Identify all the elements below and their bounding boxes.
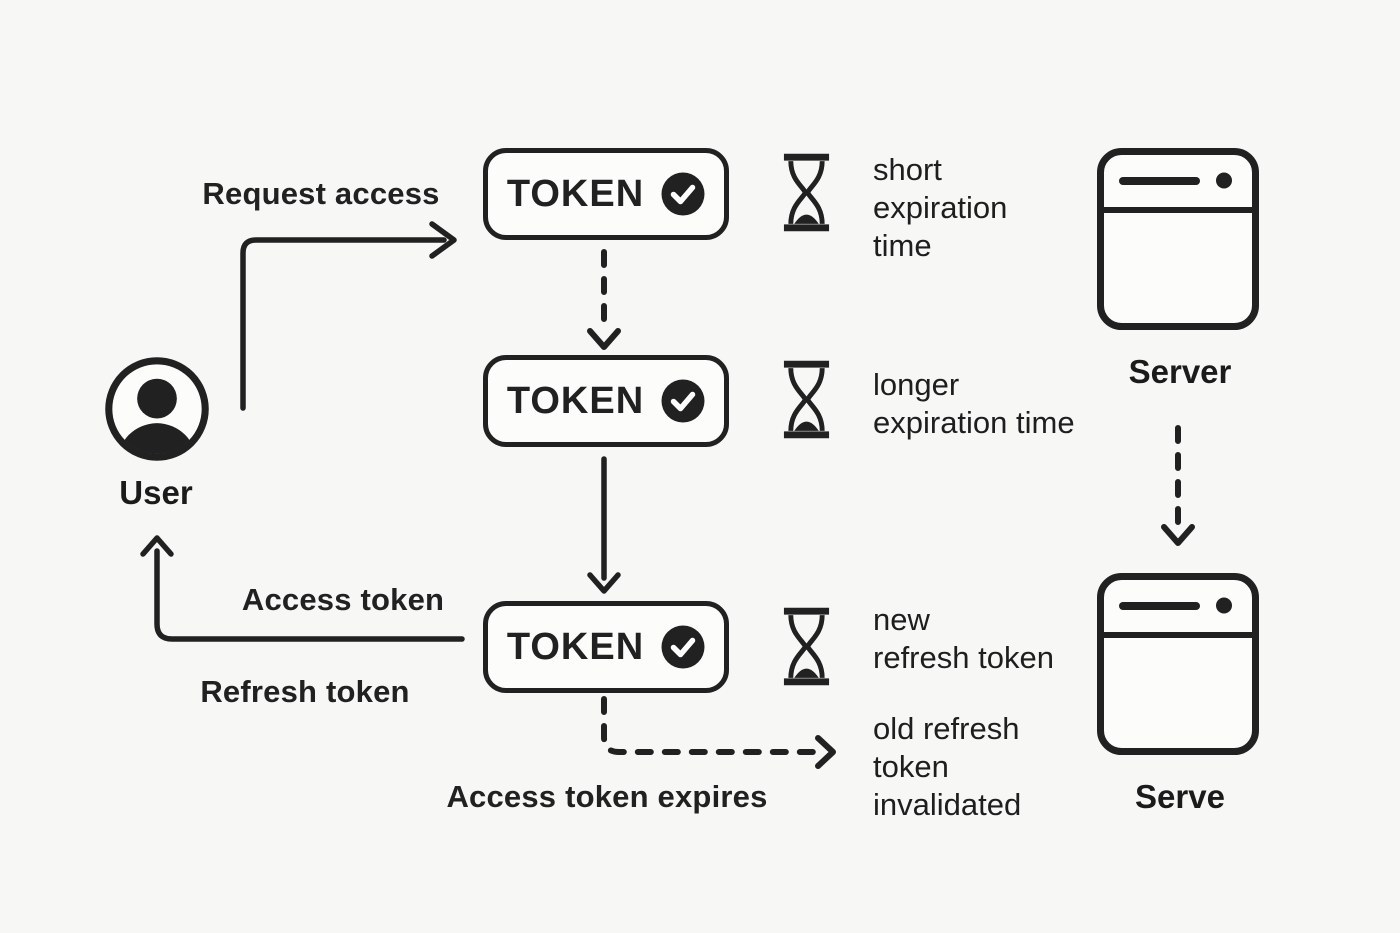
token1-token2-dashed-arrow [587, 249, 621, 350]
request-access-label: Request access [202, 176, 440, 211]
token3-user-arrow [140, 535, 465, 642]
token-label: TOKEN [506, 625, 645, 668]
note-short-expiration: short expiration time [873, 151, 1007, 265]
token-label: TOKEN [506, 172, 645, 215]
check-icon [661, 379, 705, 423]
server-label: Server [1128, 353, 1232, 390]
access-token-label: Access token [241, 582, 445, 617]
token-label: TOKEN [506, 379, 645, 422]
server-label: Serve [1135, 778, 1225, 815]
check-icon [661, 625, 705, 669]
note-line: time [873, 228, 932, 263]
server-server-dashed-arrow [1161, 425, 1195, 546]
note-longer-expiration: longer expiration time [873, 366, 1075, 442]
hourglass-icon [781, 153, 832, 232]
token-box-refresh: TOKEN [483, 601, 729, 693]
note-line: expiration time [873, 405, 1075, 440]
note-line: longer [873, 367, 960, 402]
token2-token3-arrow [587, 456, 621, 594]
note-line: new [873, 602, 930, 637]
server-icon [1097, 573, 1259, 755]
note-line: token [873, 749, 949, 784]
note-line: old refresh [873, 711, 1020, 746]
note-line: short [873, 152, 942, 187]
check-icon [661, 172, 705, 216]
hourglass-icon [781, 607, 832, 686]
access-token-expires-label: Access token expires [446, 779, 768, 814]
note-line: refresh token [873, 640, 1054, 675]
access-token-expires-dashed-arrow [601, 696, 836, 769]
token-box-access: TOKEN [483, 148, 729, 240]
note-line: expiration [873, 190, 1008, 225]
note-new-refresh-token: new refresh token [873, 601, 1054, 677]
server-icon [1097, 148, 1259, 330]
user-icon [105, 357, 209, 461]
refresh-token-label: Refresh token [200, 674, 410, 709]
token-box-middle: TOKEN [483, 355, 729, 447]
hourglass-icon [781, 360, 832, 439]
request-access-arrow [240, 221, 457, 411]
note-old-refresh-invalidated: old refresh token invalidated [873, 710, 1021, 824]
user-label: User [119, 474, 193, 511]
note-line: invalidated [873, 787, 1022, 822]
